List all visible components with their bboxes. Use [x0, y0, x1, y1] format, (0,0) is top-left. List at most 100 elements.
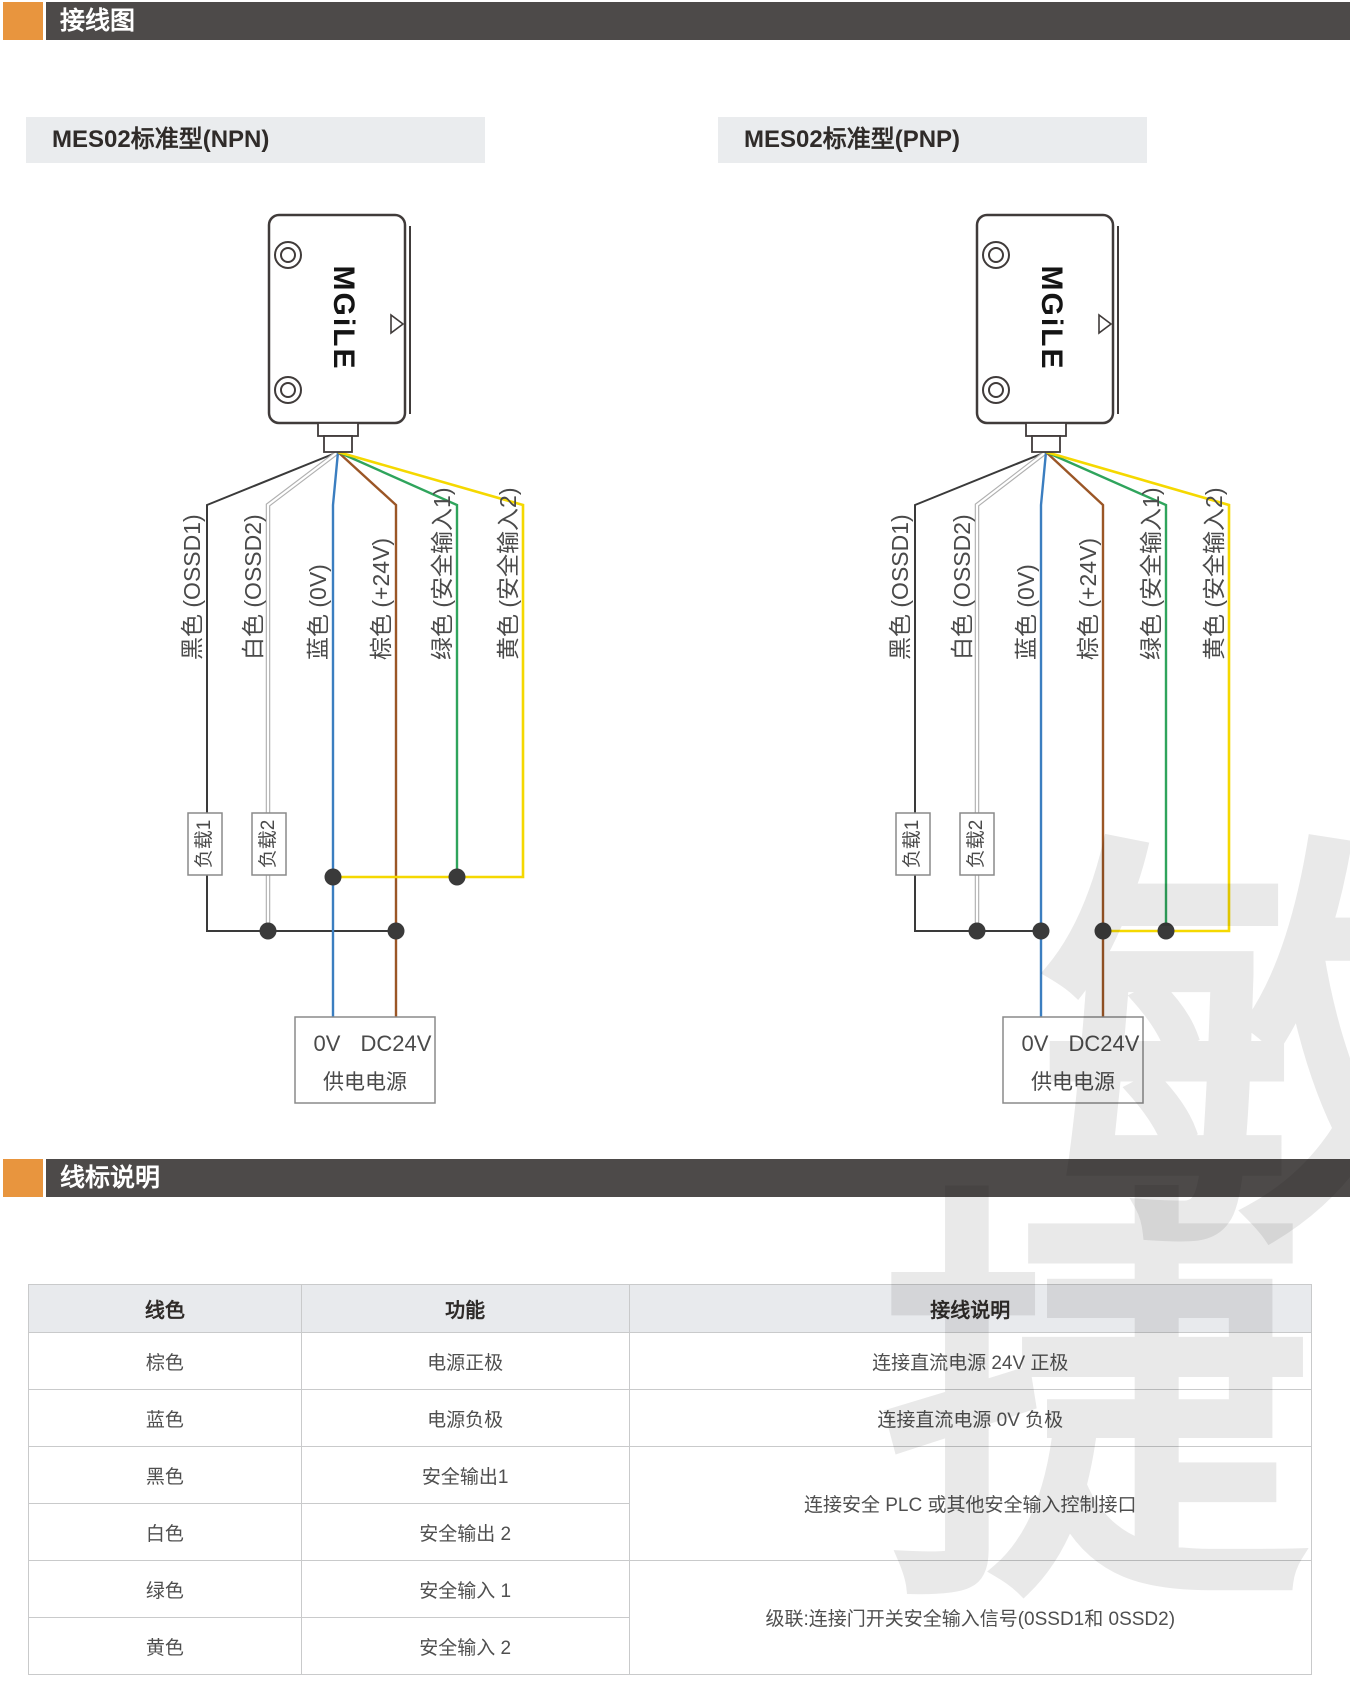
- cell-func: 安全输入 2: [300, 1617, 630, 1675]
- table-row: 黑色 安全输出1 连接安全 PLC 或其他安全输入控制接口: [28, 1446, 1313, 1561]
- cell-func: 电源负极: [300, 1389, 630, 1447]
- cell-color: 棕色: [28, 1332, 302, 1390]
- npn-wire-label-yellow: 黄色 (安全输入2): [495, 488, 521, 661]
- section2-accent-square: [3, 1159, 43, 1197]
- pnp-wire-label-white: 白色 (OSSD2): [949, 514, 975, 660]
- npn-power-dc24v: DC24V: [361, 1031, 432, 1056]
- pnp-power-label: 供电电源: [1031, 1071, 1115, 1094]
- pnp-brown-wire: [1045, 451, 1105, 1017]
- npn-junction-green-yellow: [448, 868, 466, 886]
- col-header-description: 接线说明: [628, 1284, 1313, 1333]
- wire-description-table: 线色 功能 接线说明 棕色 电源正极 连接直流电源 24V 正极 蓝色 电源负极…: [28, 1284, 1313, 1675]
- npn-junction-white-black: [259, 922, 277, 940]
- table-row: 绿色 安全输入 1 级联:连接门开关安全输入信号(0SSD1和 0SSD2): [28, 1560, 1313, 1675]
- table-header-row: 线色 功能 接线说明: [28, 1284, 1313, 1333]
- section1-title: 接线图: [60, 7, 136, 35]
- col-header-function: 功能: [300, 1284, 630, 1333]
- npn-power-0v: 0V: [314, 1031, 341, 1056]
- npn-device-logo: MGiLE: [327, 266, 360, 371]
- wiring-diagram-canvas: MGiLE 黑色 (OSSD1) 白色 (OSSD2) 蓝色 (0V) 棕色 (…: [179, 213, 1231, 1104]
- cell-note-merged: 连接安全 PLC 或其他安全输入控制接口: [628, 1446, 1313, 1561]
- pnp-wire-label-black: 黑色 (OSSD1): [887, 514, 913, 660]
- npn-load2-box: [251, 812, 287, 876]
- section1-accent-square: [3, 2, 43, 40]
- pnp-load2-label: 负载2: [965, 820, 987, 869]
- npn-black-wire: [206, 451, 396, 932]
- npn-connector-top: [317, 422, 359, 437]
- cell-color: 蓝色: [28, 1389, 302, 1447]
- pnp-green-wire: [1045, 450, 1168, 931]
- pnp-power-box: [1002, 1016, 1144, 1104]
- npn-screw-bottom-inner: [280, 382, 296, 398]
- npn-yellow-wire: [333, 450, 525, 879]
- pnp-wire-label-blue: 蓝色 (0V): [1013, 564, 1039, 660]
- npn-wire-label-green: 绿色 (安全输入1): [429, 488, 455, 661]
- npn-load1-box: [187, 812, 223, 876]
- pnp-screw-bottom-outer: [982, 376, 1010, 404]
- npn-power-box: [294, 1016, 436, 1104]
- npn-wire-label-brown: 棕色 (+24V): [368, 538, 394, 660]
- npn-wire-label-white: 白色 (OSSD2): [240, 514, 266, 660]
- npn-junction-blue-yellow: [324, 868, 342, 886]
- npn-subheader: MES02标准型(NPN): [26, 117, 485, 163]
- cell-color: 绿色: [28, 1560, 302, 1618]
- npn-screw-top-outer: [274, 241, 302, 269]
- cell-func: 安全输入 1: [300, 1560, 630, 1618]
- pnp-blue-wire: [1039, 451, 1048, 1017]
- table-row: 黄色 安全输入 2: [28, 1617, 1312, 1675]
- npn-load1-label: 负载1: [193, 820, 215, 869]
- pnp-wire-label-brown: 棕色 (+24V): [1075, 538, 1101, 660]
- npn-wire-label-blue: 蓝色 (0V): [305, 564, 331, 660]
- section1-title-bar: 接线图: [46, 2, 1350, 40]
- cell-color: 黑色: [28, 1446, 302, 1504]
- npn-green-wire: [337, 450, 459, 877]
- pnp-load1-box: [895, 812, 931, 876]
- section2-title: 线标说明: [60, 1164, 161, 1192]
- npn-brown-wire: [337, 451, 398, 1017]
- pnp-diagram: MGiLE 黑色 (OSSD1) 白色 (OSSD2) 蓝色 (0V) 棕色 (…: [887, 213, 1231, 1104]
- npn-power-label: 供电电源: [323, 1071, 407, 1094]
- cell-func: 电源正极: [300, 1332, 630, 1390]
- npn-screw-top-inner: [280, 247, 296, 263]
- pnp-connector-bottom: [1031, 435, 1061, 453]
- pnp-screw-bottom-inner: [988, 382, 1004, 398]
- pnp-load1-label: 负载1: [901, 820, 923, 869]
- pnp-screw-top-outer: [982, 241, 1010, 269]
- cell-note: 连接直流电源 0V 负极: [628, 1389, 1313, 1447]
- pnp-load2-box: [959, 812, 995, 876]
- pnp-junction-white-black: [968, 922, 986, 940]
- cell-func: 安全输出1: [300, 1446, 630, 1504]
- col-header-wire-color: 线色: [28, 1284, 302, 1333]
- cell-note: 连接直流电源 24V 正极: [628, 1332, 1313, 1390]
- cell-color: 黄色: [28, 1617, 302, 1675]
- table-row: 蓝色 电源负极 连接直流电源 0V 负极: [28, 1389, 1313, 1447]
- pnp-wire-label-green: 绿色 (安全输入1): [1138, 488, 1164, 661]
- pnp-subheader: MES02标准型(PNP): [718, 117, 1147, 163]
- pnp-power-dc24v: DC24V: [1069, 1031, 1140, 1056]
- section2-title-bar: 线标说明: [46, 1159, 1350, 1197]
- cell-func: 安全输出 2: [300, 1503, 630, 1561]
- pnp-device-logo: MGiLE: [1035, 266, 1068, 371]
- pnp-screw-top-inner: [988, 247, 1004, 263]
- cell-note-merged: 级联:连接门开关安全输入信号(0SSD1和 0SSD2): [628, 1560, 1313, 1675]
- pnp-connector-top: [1025, 422, 1067, 437]
- npn-wire-label-black: 黑色 (OSSD1): [179, 514, 205, 660]
- npn-junction-brown-black: [387, 922, 405, 940]
- npn-load2-label: 负载2: [257, 820, 279, 869]
- npn-blue-wire: [331, 451, 340, 1017]
- pnp-junction-blue-black: [1032, 922, 1050, 940]
- cell-color: 白色: [28, 1503, 302, 1561]
- pnp-wire-label-yellow: 黄色 (安全输入2): [1201, 488, 1227, 661]
- npn-title: MES02标准型(NPN): [52, 126, 270, 153]
- npn-indicator-triangle-icon: [390, 313, 405, 335]
- npn-white-wire-core: [266, 451, 339, 931]
- pnp-power-0v: 0V: [1022, 1031, 1049, 1056]
- pnp-indicator-triangle-icon: [1098, 313, 1113, 335]
- pnp-white-wire-core: [975, 451, 1047, 931]
- table-row: 棕色 电源正极 连接直流电源 24V 正极: [28, 1332, 1313, 1390]
- pnp-junction-green-yellow: [1157, 922, 1175, 940]
- npn-connector-bottom: [323, 435, 353, 453]
- pnp-junction-brown-yellow: [1094, 922, 1112, 940]
- pnp-title: MES02标准型(PNP): [744, 126, 961, 153]
